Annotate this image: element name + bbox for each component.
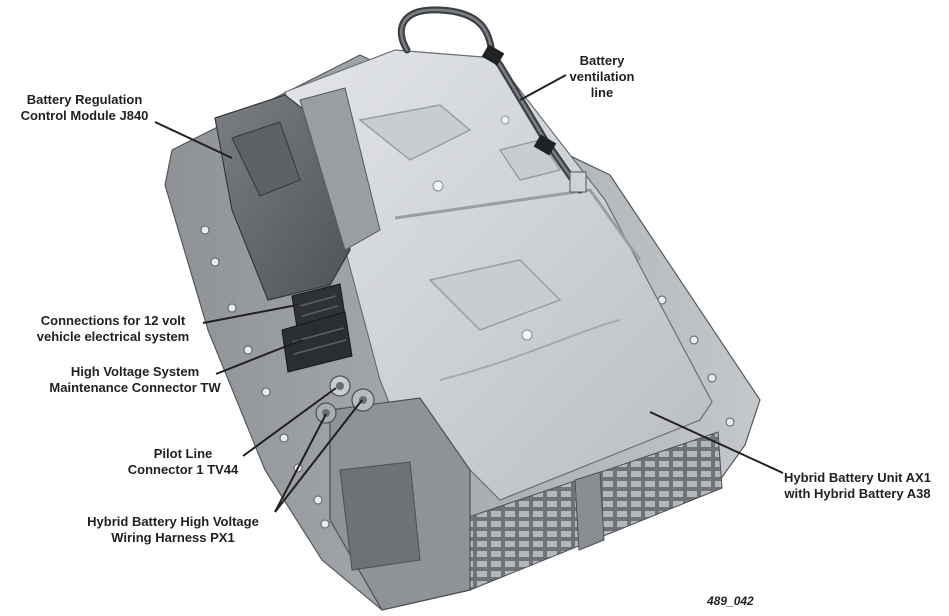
leader-hv-harness-a xyxy=(274,413,327,513)
control-module-j840 xyxy=(214,87,381,301)
leader-brcm xyxy=(154,121,233,159)
leader-connections-12v xyxy=(202,304,298,324)
battery-lid xyxy=(284,49,713,501)
leader-hv-harness-b xyxy=(274,399,363,513)
label-hv-wiring-harness: Hybrid Battery High Voltage Wiring Harne… xyxy=(87,514,259,545)
label-battery-ventilation-line: Battery ventilation line xyxy=(569,53,635,100)
label-hybrid-battery-unit: Hybrid Battery Unit AX1 with Hybrid Batt… xyxy=(784,470,931,501)
label-connections-12v: Connections for 12 volt vehicle electric… xyxy=(36,313,190,344)
leader-ventilation xyxy=(519,74,567,101)
leader-lines xyxy=(154,74,784,513)
ventilation-hose xyxy=(397,6,587,194)
label-battery-regulation-module: Battery Regulation Control Module J840 xyxy=(20,92,149,123)
maintenance-connector-tw xyxy=(315,375,375,424)
leader-hv-maintenance xyxy=(215,339,303,375)
connectors-12v xyxy=(281,283,353,373)
figure-number: 489_042 xyxy=(707,594,754,608)
label-pilot-line-connector: Pilot Line Connector 1 TV44 xyxy=(127,446,239,477)
leader-battery-unit xyxy=(649,411,784,474)
battery-side-housing xyxy=(329,397,471,611)
leader-pilot-line xyxy=(242,387,337,457)
label-hv-maintenance-connector: High Voltage System Maintenance Connecto… xyxy=(49,364,221,395)
